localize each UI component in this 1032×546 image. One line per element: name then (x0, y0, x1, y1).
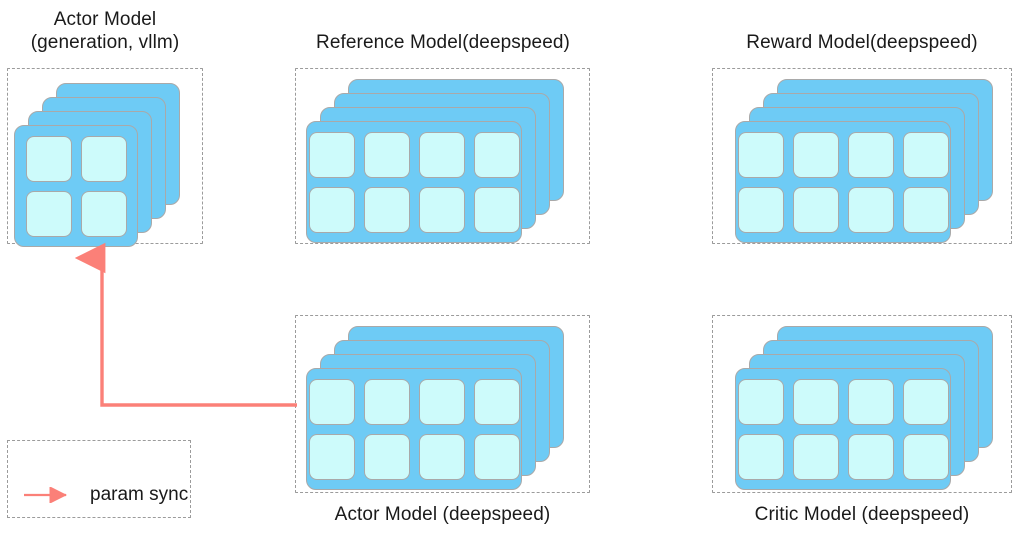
device-cell (902, 131, 949, 178)
device-cell (737, 131, 784, 178)
device-cell (363, 186, 410, 233)
device-cell (902, 378, 949, 425)
device-cell (308, 186, 355, 233)
group-label-actor-deepspeed: Actor Model (deepspeed) (334, 504, 551, 525)
device-cell (902, 186, 949, 233)
device-cell (308, 378, 355, 425)
device-cell (473, 186, 520, 233)
legend-row-param-sync: param sync (22, 485, 188, 505)
device-cell (473, 433, 520, 480)
stack-card-front (14, 125, 138, 247)
device-cell (25, 135, 72, 182)
device-cell (847, 433, 894, 480)
device-cell (902, 433, 949, 480)
device-cell (363, 131, 410, 178)
device-cell (418, 131, 465, 178)
device-cell (363, 378, 410, 425)
stack-card-front (306, 368, 522, 490)
stack-card-front (735, 368, 951, 490)
group-label-actor-vllm: Actor Model (generation, vllm) (30, 9, 180, 53)
group-box-actor-deepspeed[interactable] (295, 315, 590, 493)
group-box-reward[interactable] (712, 68, 1012, 244)
legend-label-param-sync: param sync (90, 484, 189, 505)
device-cell (418, 186, 465, 233)
device-cell (792, 186, 839, 233)
group-label-critic: Critic Model (deepspeed) (754, 504, 970, 525)
group-box-reference[interactable] (295, 68, 590, 244)
device-cell (737, 378, 784, 425)
legend-arrow-icon (24, 487, 68, 503)
device-cell (308, 131, 355, 178)
group-label-reference: Reference Model(deepspeed) (316, 32, 570, 53)
group-box-actor-vllm[interactable] (7, 68, 203, 247)
device-cell (792, 131, 839, 178)
device-cell (363, 433, 410, 480)
device-cell (418, 433, 465, 480)
device-cell (473, 378, 520, 425)
device-cell (473, 131, 520, 178)
device-cell (792, 378, 839, 425)
device-cell (847, 131, 894, 178)
device-cell (847, 186, 894, 233)
device-cell (25, 190, 72, 237)
device-cell (737, 433, 784, 480)
stack-card-front (306, 121, 522, 243)
group-box-critic[interactable] (712, 315, 1012, 493)
device-cell (80, 190, 127, 237)
device-cell (737, 186, 784, 233)
device-cell (792, 433, 839, 480)
group-label-reward: Reward Model(deepspeed) (746, 32, 978, 53)
device-cell (418, 378, 465, 425)
device-cell (308, 433, 355, 480)
stack-card-front (735, 121, 951, 243)
legend-box: param sync (7, 440, 191, 518)
device-cell (80, 135, 127, 182)
device-cell (847, 378, 894, 425)
